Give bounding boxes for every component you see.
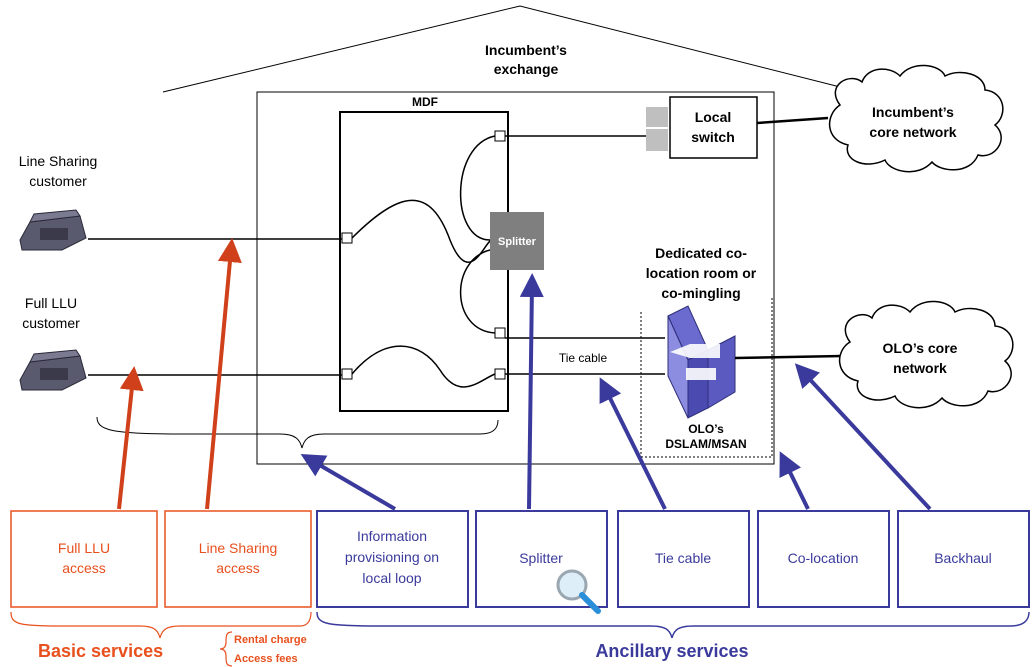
information-box <box>316 510 469 608</box>
telephone-icon-upper <box>19 209 87 251</box>
full-llu-access-box <box>10 510 158 608</box>
full-llu-customer-line2: customer <box>22 315 80 331</box>
mdf-port-right-mid <box>494 327 506 339</box>
ancillary-services-label: Ancillary services <box>595 641 748 661</box>
local-switch-box <box>669 96 758 159</box>
arrow-line-sharing <box>205 238 242 510</box>
information-line1: Information <box>357 528 427 544</box>
information-line3: local loop <box>362 570 421 586</box>
arrow-tie-cable <box>599 377 667 510</box>
arrow-full-llu <box>117 366 144 510</box>
line-dslam-to-olo-core <box>734 354 843 360</box>
backhaul-service-box <box>897 510 1030 608</box>
jumper-splitter-bottom <box>459 249 496 334</box>
splitter-box <box>490 212 544 270</box>
switch-port-lower <box>646 129 668 151</box>
local-loop-brace <box>96 416 499 449</box>
dslam-icon <box>667 305 736 419</box>
tie-cable-service-label: Tie cable <box>655 550 712 566</box>
arrow-information <box>300 453 397 511</box>
tie-cable-service-box <box>617 510 750 608</box>
local-switch: Local switch <box>646 96 758 159</box>
mdf-port-right-lower <box>494 368 506 380</box>
line-sharing-customer-line1: Line Sharing <box>19 153 98 169</box>
olo-core-line2: network <box>893 360 947 376</box>
tie-cable-label: Tie cable <box>559 351 608 365</box>
backhaul-service-label: Backhaul <box>934 550 992 566</box>
jumper-upper <box>351 199 493 263</box>
olo-core-cloud: OLO’s core network <box>838 300 1014 409</box>
jumper-lower <box>351 345 496 388</box>
full-llu-access-line1: Full LLU <box>58 540 110 556</box>
arrow-splitter <box>519 273 544 510</box>
basic-services-label: Basic services <box>38 641 163 661</box>
exchange-title-line2: exchange <box>494 61 559 77</box>
co-location-service-label: Co-location <box>788 550 859 566</box>
splitter: Splitter <box>490 212 544 270</box>
olo-core-line1: OLO’s core <box>883 340 958 356</box>
jumper-splitter-top <box>459 135 496 241</box>
mdf-port-top-right <box>494 130 506 142</box>
local-switch-line2: switch <box>691 129 735 145</box>
line-switch-to-core <box>756 116 829 125</box>
ancillary-arrows <box>300 273 932 511</box>
magnifier-icon <box>556 569 601 614</box>
switch-port-upper <box>646 107 668 127</box>
colocation-line2: location room or <box>646 265 757 281</box>
mdf-port-left-lower <box>341 368 353 380</box>
ancillary-service-boxes: Information provisioning on local loop S… <box>316 510 1030 608</box>
mdf-frame <box>339 111 509 412</box>
information-line2: provisioning on <box>345 549 439 565</box>
incumbent-core-line2: core network <box>869 124 956 140</box>
line-sharing-access-line1: Line Sharing <box>199 540 278 556</box>
line-sharing-customer-line2: customer <box>29 173 87 189</box>
arrow-co-location <box>779 451 810 510</box>
full-llu-customer-line1: Full LLU <box>25 295 77 311</box>
ancillary-services-brace <box>316 611 1030 639</box>
exchange-title-line1: Incumbent’s <box>485 42 567 58</box>
mdf-label: MDF <box>412 95 438 109</box>
local-switch-line1: Local <box>695 109 732 125</box>
incumbent-core-cloud: Incumbent’s core network <box>828 64 1004 173</box>
line-sharing-access-box <box>164 510 312 608</box>
basic-service-boxes: Full LLU access Line Sharing access <box>10 510 312 608</box>
basic-services-notes-brace <box>219 631 233 667</box>
access-fees-note: Access fees <box>234 653 298 665</box>
basic-arrows <box>117 238 242 510</box>
colocation-line1: Dedicated co- <box>655 245 747 261</box>
exchange-wall <box>256 91 775 465</box>
exchange-building: Incumbent’s exchange <box>162 5 861 465</box>
mdf: MDF <box>339 95 509 412</box>
dslam-line2: DSLAM/MSAN <box>665 437 746 451</box>
mdf-port-left-upper <box>341 232 353 244</box>
incumbent-core-line1: Incumbent’s <box>872 104 954 120</box>
basic-services-brace <box>10 611 312 639</box>
co-location-service-box <box>757 510 890 608</box>
dslam-line1: OLO’s <box>688 422 724 436</box>
arrow-backhaul <box>794 363 932 511</box>
colocation-room: Dedicated co- location room or co-mingli… <box>640 245 773 458</box>
telephone-icon-lower <box>19 349 87 391</box>
colocation-line3: co-mingling <box>661 285 740 301</box>
splitter-label: Splitter <box>498 236 537 248</box>
full-llu-access-line2: access <box>62 560 106 576</box>
splitter-service-label: Splitter <box>519 550 563 566</box>
exchange-roof <box>162 5 861 93</box>
line-sharing-access-line2: access <box>216 560 260 576</box>
rental-charge-note: Rental charge <box>234 634 307 646</box>
